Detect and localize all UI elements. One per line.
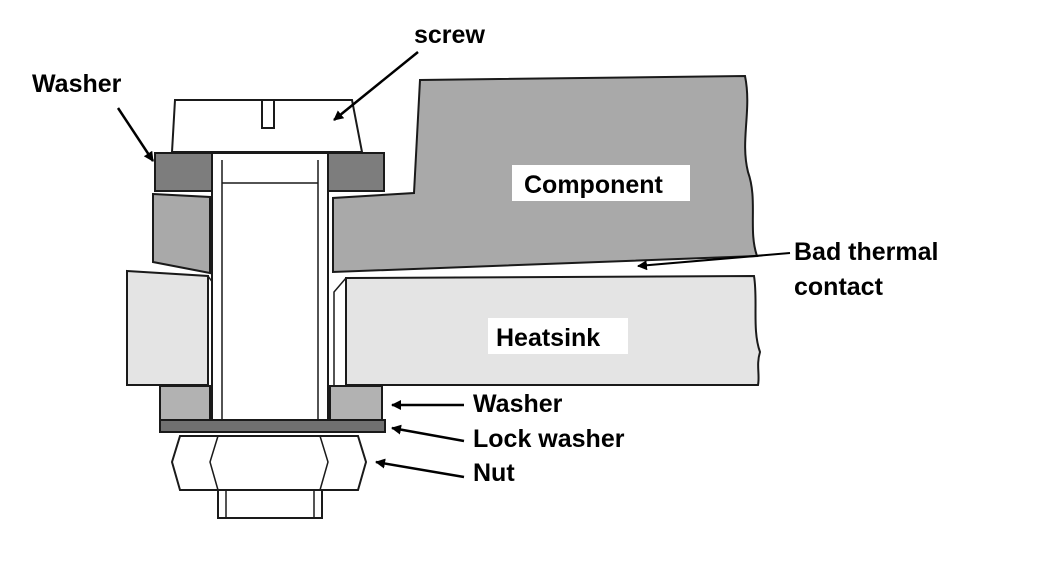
bottom-washer-left [159, 385, 211, 421]
bottom-washer-right [329, 385, 383, 421]
heatsink-left-block [126, 269, 209, 386]
nut-label: Nut [473, 459, 515, 487]
screw-arrow [333, 51, 419, 121]
bad-thermal-contact-label-line1: Bad thermal [794, 238, 938, 266]
bolt-shank [211, 152, 329, 432]
top-washer-right [325, 152, 385, 192]
lock-washer [159, 419, 386, 433]
nut [170, 435, 368, 491]
component-left-block [152, 192, 211, 275]
washer-top-label: Washer [32, 70, 122, 98]
washer-top-arrow [116, 107, 155, 162]
bad-thermal-contact-arrow [637, 252, 791, 271]
screw-label: screw [414, 21, 485, 49]
top-washer-left [154, 152, 214, 192]
screw-slot [261, 100, 275, 129]
component-label-bg [512, 165, 690, 201]
component-label: Component [524, 171, 664, 199]
heatsink-label: Heatsink [496, 324, 600, 352]
lock-washer-arrow [391, 424, 465, 443]
bad-thermal-contact-label-line2: contact [794, 273, 884, 301]
washer-bottom-label: Washer [473, 390, 563, 418]
heatsink-label-bg [488, 318, 628, 354]
lock-washer-label: Lock washer [473, 425, 625, 453]
bolt-tip [217, 489, 323, 519]
nut-face-left [209, 435, 219, 491]
screw-head [170, 99, 364, 153]
nut-face-right [319, 435, 329, 491]
nut-arrow [375, 458, 465, 479]
heatsink-hole-right-chamfer [333, 277, 347, 385]
